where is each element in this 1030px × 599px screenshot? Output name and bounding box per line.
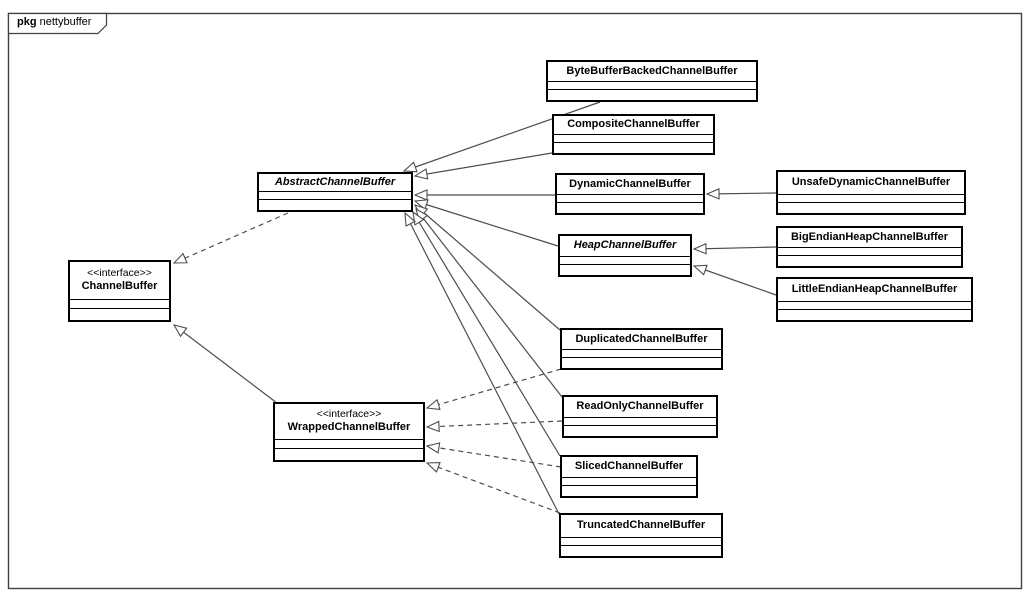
attributes-compartment	[557, 194, 703, 202]
operations-compartment	[778, 309, 971, 320]
attributes-compartment	[562, 477, 696, 485]
operations-compartment	[275, 448, 423, 460]
class-name: HeapChannelBuffer	[573, 239, 677, 252]
class-box-truncatedchannelbuffer[interactable]: TruncatedChannelBuffer	[559, 513, 723, 558]
class-name: WrappedChannelBuffer	[287, 421, 411, 434]
attributes-compartment	[259, 191, 411, 199]
class-box-wrappedchannelbuffer[interactable]: <<interface>> WrappedChannelBuffer	[273, 402, 425, 462]
operations-compartment	[778, 255, 961, 266]
class-box-duplicatedchannelbuffer[interactable]: DuplicatedChannelBuffer	[560, 328, 723, 370]
edge-sliced-implements-wrapped	[427, 446, 562, 468]
attributes-compartment	[778, 247, 961, 255]
operations-compartment	[562, 485, 696, 496]
edge-unsafedynamic-extends-dynamic	[707, 193, 777, 194]
class-name: ReadOnlyChannelBuffer	[576, 400, 704, 413]
operations-compartment	[564, 425, 716, 436]
class-name: DuplicatedChannelBuffer	[575, 332, 708, 345]
class-name: AbstractChannelBuffer	[274, 175, 396, 188]
package-frame-border	[7, 12, 1023, 590]
edge-readonly-implements-wrapped	[427, 420, 563, 427]
class-box-compositechannelbuffer[interactable]: CompositeChannelBuffer	[552, 114, 715, 155]
class-box-bytebufferbackedchannelbuffer[interactable]: ByteBufferBackedChannelBuffer	[546, 60, 758, 102]
package-keyword: pkg	[17, 16, 40, 28]
class-name: UnsafeDynamicChannelBuffer	[791, 176, 951, 189]
edge-duplicated-extends-abstract	[415, 205, 561, 331]
edge-bytebufferbacked-extends-abstract	[404, 101, 601, 171]
class-name: DynamicChannelBuffer	[569, 177, 691, 190]
attributes-compartment	[548, 81, 756, 89]
edge-abstract-implements-channelbuffer	[174, 212, 289, 263]
attributes-compartment	[562, 349, 721, 357]
operations-compartment	[70, 308, 169, 320]
operations-compartment	[562, 357, 721, 368]
operations-compartment	[561, 545, 721, 556]
class-box-readonlychannelbuffer[interactable]: ReadOnlyChannelBuffer	[562, 395, 718, 438]
edge-heap-extends-abstract	[415, 201, 559, 247]
class-name: BigEndianHeapChannelBuffer	[790, 230, 949, 243]
edge-truncated-implements-wrapped	[427, 463, 561, 514]
edge-sliced-extends-abstract	[413, 212, 561, 457]
package-tab	[7, 12, 108, 35]
edge-composite-extends-abstract	[415, 152, 553, 176]
operations-compartment	[548, 89, 756, 100]
operations-compartment	[554, 142, 713, 153]
class-name: CompositeChannelBuffer	[567, 118, 700, 131]
class-title: <<interface>> WrappedChannelBuffer	[275, 404, 423, 439]
package-tab-label: pkg nettybuffer	[17, 16, 91, 28]
attributes-compartment	[778, 301, 971, 309]
edge-littleendianheap-extends-heap	[694, 266, 777, 296]
class-name: ChannelBuffer	[81, 280, 158, 293]
edge-truncated-extends-abstract	[405, 213, 560, 515]
package-name: nettybuffer	[39, 16, 92, 28]
operations-compartment	[560, 264, 690, 275]
class-name: LittleEndianHeapChannelBuffer	[791, 283, 958, 296]
class-name: ByteBufferBackedChannelBuffer	[566, 64, 738, 77]
edge-wrapped-extends-channelbuffer	[174, 325, 278, 404]
class-name: SlicedChannelBuffer	[574, 460, 684, 473]
stereotype-label: <<interface>>	[87, 267, 152, 280]
stereotype-label: <<interface>>	[316, 408, 382, 421]
attributes-compartment	[564, 417, 716, 425]
class-box-channelbuffer[interactable]: <<interface>> ChannelBuffer	[68, 260, 171, 322]
operations-compartment	[259, 199, 411, 210]
attributes-compartment	[560, 256, 690, 264]
class-box-slicedchannelbuffer[interactable]: SlicedChannelBuffer	[560, 455, 698, 498]
class-name: TruncatedChannelBuffer	[576, 519, 706, 532]
attributes-compartment	[561, 537, 721, 545]
class-box-littleendianheapchannelbuffer[interactable]: LittleEndianHeapChannelBuffer	[776, 277, 973, 322]
class-title: <<interface>> ChannelBuffer	[70, 262, 169, 299]
edge-duplicated-implements-wrapped	[427, 368, 562, 408]
class-box-abstractchannelbuffer[interactable]: AbstractChannelBuffer	[257, 172, 413, 212]
edge-readonly-extends-abstract	[416, 209, 563, 398]
class-box-bigendianheapchannelbuffer[interactable]: BigEndianHeapChannelBuffer	[776, 226, 963, 268]
attributes-compartment	[70, 299, 169, 308]
operations-compartment	[557, 202, 703, 213]
operations-compartment	[778, 202, 964, 213]
class-box-unsafedynamicchannelbuffer[interactable]: UnsafeDynamicChannelBuffer	[776, 170, 966, 215]
class-box-dynamicchannelbuffer[interactable]: DynamicChannelBuffer	[555, 173, 705, 215]
attributes-compartment	[778, 194, 964, 202]
attributes-compartment	[554, 134, 713, 142]
attributes-compartment	[275, 439, 423, 448]
edge-bigendianheap-extends-heap	[694, 247, 777, 249]
class-box-heapchannelbuffer[interactable]: HeapChannelBuffer	[558, 234, 692, 277]
